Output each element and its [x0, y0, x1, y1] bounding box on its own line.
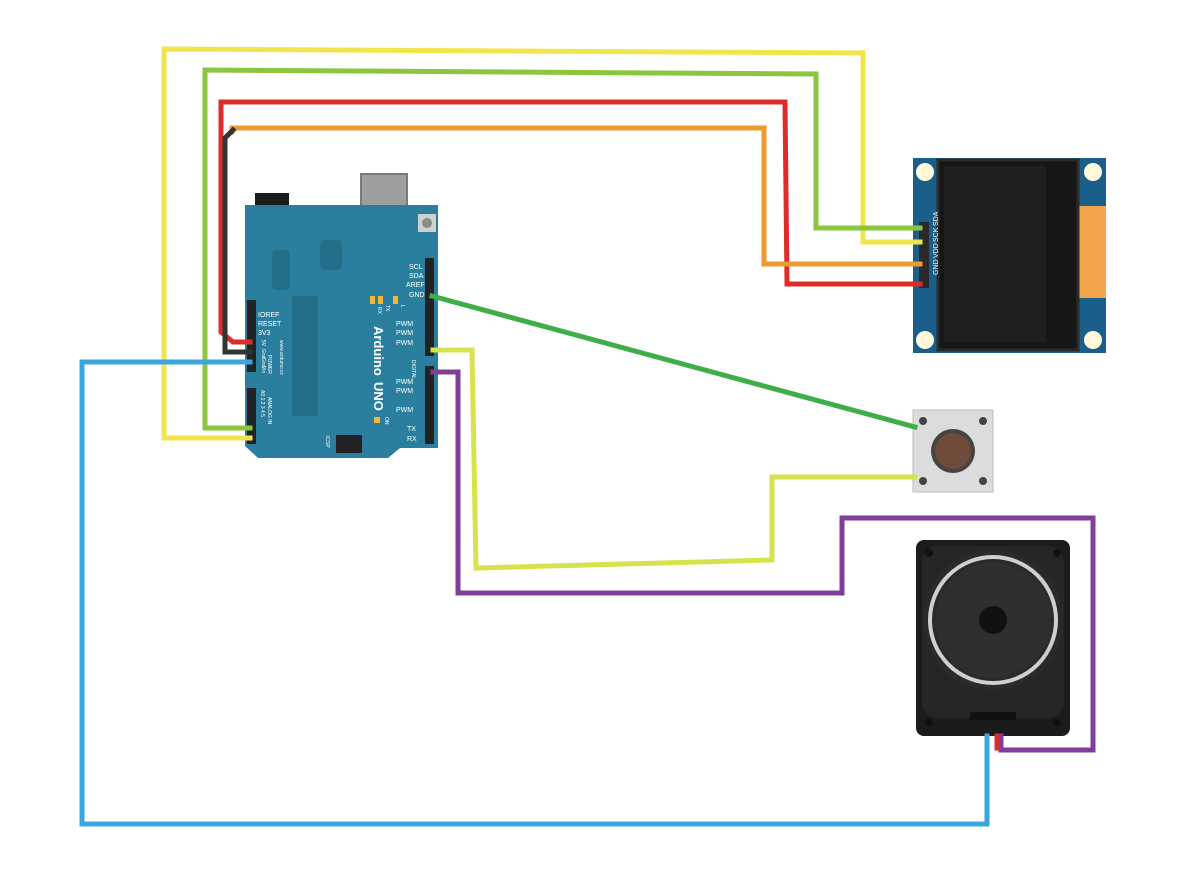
pin-label-gnd-2: Gnd — [260, 358, 266, 368]
speaker-ring — [928, 555, 1058, 685]
arduino-uno-board: Arduino UNO www.arduino.cc POWER ANALOG … — [245, 173, 438, 458]
pin-label-reset: RESET — [258, 321, 282, 328]
led-tx-label: TX — [384, 305, 390, 312]
pin-label-aref: AREF — [406, 282, 425, 289]
icsp-label: ICSP — [324, 436, 330, 448]
wire-green-button-gnd — [428, 292, 919, 431]
icsp-header — [336, 435, 362, 453]
wire-purple-speaker — [430, 369, 1096, 753]
led-tx — [370, 296, 375, 304]
pin-label-gnd-right: GND — [409, 292, 425, 299]
led-rx-label: RX — [376, 307, 382, 315]
pwm-label: PWM — [396, 379, 413, 386]
wire-red-power — [218, 99, 923, 345]
led-l-label: L — [399, 305, 405, 308]
wire-black-gnd — [222, 126, 253, 355]
pin-label-tx: TX — [407, 426, 416, 433]
pin-label-rx: RX — [407, 436, 417, 443]
oled-pin-label-gnd: GND — [933, 259, 940, 275]
speaker-hole — [925, 549, 933, 557]
arduino-url: www.arduino.cc — [278, 340, 284, 376]
led-on — [374, 417, 380, 423]
speaker-dust-cap — [979, 606, 1007, 634]
digital-header-label: DIGITAL — [410, 360, 416, 379]
wire-lime-button-signal — [430, 347, 918, 571]
analog-header-label: ANALOG IN — [266, 397, 272, 425]
speaker-hole — [925, 719, 933, 727]
pwm-label: PWM — [396, 340, 413, 347]
wire-yellow-sda — [161, 46, 923, 441]
speaker — [916, 540, 1070, 736]
oled-pin-header — [919, 222, 929, 288]
pin-label-scl: SCL — [409, 264, 423, 271]
wire-blue-speaker-gnd — [79, 359, 990, 827]
button-cap[interactable] — [935, 433, 971, 469]
reset-button-cap[interactable] — [422, 218, 432, 228]
oled-display-module: GND VDD SCK SDA — [913, 158, 1106, 353]
pwm-label: PWM — [396, 321, 413, 328]
digital-header-bottom — [425, 366, 434, 444]
arduino-model-label-2: UNO — [371, 382, 386, 411]
led-rx — [378, 296, 383, 304]
speaker-terminal — [970, 712, 1016, 720]
button-screw — [979, 477, 987, 485]
board-component — [320, 240, 342, 270]
button-screw — [919, 417, 927, 425]
wires — [79, 46, 1096, 827]
digital-header-top — [425, 258, 434, 356]
pwm-label: PWM — [396, 330, 413, 337]
mount-hole — [1084, 163, 1102, 181]
mount-hole — [916, 331, 934, 349]
pin-label-3v3: 3V3 — [258, 330, 271, 337]
analog-header — [247, 388, 256, 444]
power-header — [247, 300, 256, 372]
pin-label-sda: SDA — [409, 273, 424, 280]
pwm-label: PWM — [396, 407, 413, 414]
analog-pin-labels: A0 1 2 3 4 5 — [259, 390, 265, 417]
speaker-hole — [1053, 719, 1061, 727]
pin-label-gnd: Gnd — [260, 349, 266, 359]
mount-hole — [916, 163, 934, 181]
button-screw — [979, 417, 987, 425]
oled-pin-label-sck: SCK — [933, 227, 940, 242]
microcontroller-chip — [292, 296, 318, 416]
oled-pin-label-vdd: VDD — [933, 243, 940, 258]
oled-screen-inner — [944, 166, 1046, 342]
pwm-label: PWM — [396, 388, 413, 395]
pin-label-vin: Vin — [260, 366, 266, 373]
led-l — [393, 296, 398, 304]
pin-label-5v: 5V — [260, 340, 266, 347]
pin-label-ioref: IOREF — [258, 312, 279, 319]
arduino-model-label: Arduino — [371, 326, 386, 376]
oled-pin-label-sda: SDA — [933, 211, 940, 226]
power-header-label: POWER — [266, 355, 272, 374]
board-component — [272, 250, 290, 290]
button-screw — [919, 477, 927, 485]
oled-ribbon — [1076, 206, 1106, 298]
on-label: ON — [383, 417, 389, 425]
speaker-hole — [1053, 549, 1061, 557]
wire-light-green-sck — [202, 67, 923, 431]
push-button[interactable] — [912, 409, 994, 493]
mount-hole — [1084, 331, 1102, 349]
